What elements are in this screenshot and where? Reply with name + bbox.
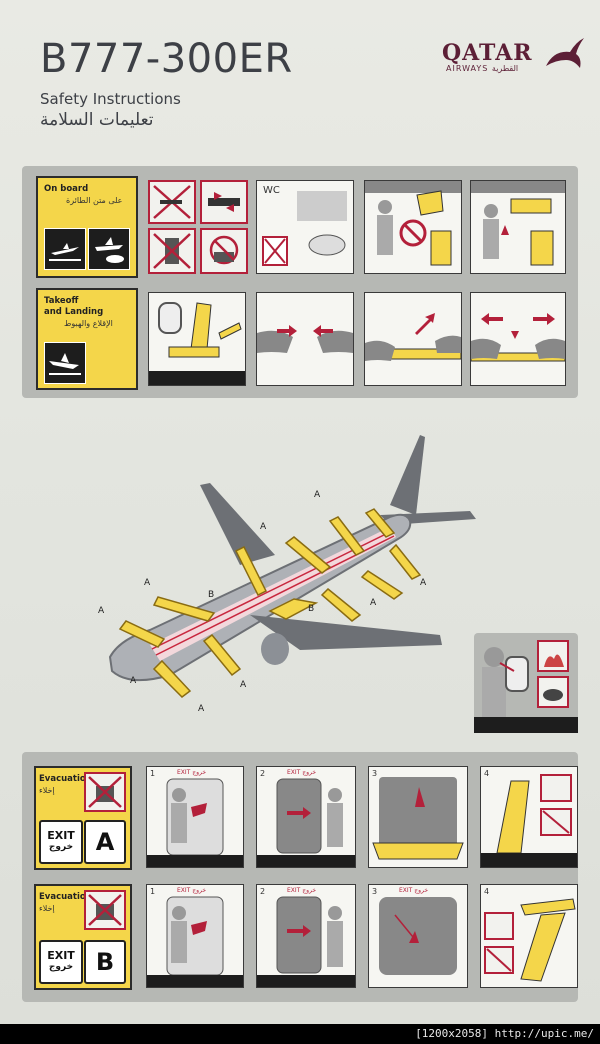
- airplane-cruise-icon: [88, 228, 130, 270]
- takeoff-label-box: Takeoff and Landing الإقلاع والهبوط: [36, 288, 138, 390]
- step-number: 4: [484, 769, 490, 778]
- airline-logo-text: QATAR: [442, 40, 533, 66]
- image-footer-bar: [0, 1024, 600, 1044]
- aircraft-exit-diagram: A A B A A B A A A A A: [98, 435, 476, 714]
- exit-letter-a: A: [240, 680, 247, 690]
- airplane-takeoff-icon: [44, 228, 86, 270]
- exit-letter-a: A: [98, 606, 105, 616]
- step-number: 1: [150, 769, 156, 778]
- takeoff-label-arabic: الإقلاع والهبوط: [64, 319, 113, 328]
- exit-type-letter: B: [84, 940, 126, 984]
- seatbelt-fasten-tile: [256, 292, 354, 386]
- onboard-label-box: On board على متن الطائرة: [36, 176, 138, 278]
- evac-a-label: Evacuation: [39, 774, 92, 784]
- exit-sign: EXIT خروج: [39, 820, 83, 864]
- overhead-bin-tile: [364, 180, 462, 274]
- exit-label-arabic: خروج: [48, 842, 74, 852]
- wc-no-smoking-tile: WC: [256, 180, 354, 274]
- evac-b-label: Evacuation: [39, 892, 92, 902]
- no-baggage-sign: [84, 890, 126, 930]
- evac-a-label-box: Evacuation إخلاء EXIT خروج A: [34, 766, 132, 870]
- exit-letter-b: B: [208, 590, 214, 600]
- exit-letter-b: B: [308, 604, 314, 614]
- exit-letter-a: A: [260, 522, 267, 532]
- overhead-bin-close-tile: [470, 180, 566, 274]
- exit-letter-a: A: [130, 676, 137, 686]
- takeoff-label-2: and Landing: [44, 307, 104, 317]
- exit-label: EXIT: [47, 829, 75, 842]
- exit-letter-a: A: [370, 598, 377, 608]
- step-number: 3: [372, 769, 378, 778]
- no-electronics-sign: [200, 228, 248, 274]
- step-number: 3: [372, 887, 378, 896]
- step-number: 1: [150, 887, 156, 896]
- takeoff-label: Takeoff: [44, 296, 79, 306]
- evac-a-step-4: 4: [480, 766, 578, 868]
- onboard-label: On board: [44, 184, 89, 194]
- evac-b-step-3: 3 EXIT خروج: [368, 884, 468, 988]
- exit-tag: EXIT خروج: [399, 887, 429, 894]
- exit-letter-a: A: [420, 578, 427, 588]
- no-phone-sign: [148, 228, 196, 274]
- airplane-landing-icon: [44, 342, 86, 384]
- exit-tag: EXIT خروج: [287, 769, 317, 776]
- subtitle-arabic: تعليمات السلامة: [40, 110, 154, 130]
- seatbelt-sign: [200, 180, 248, 224]
- step-number: 2: [260, 769, 266, 778]
- exit-tag: EXIT خروج: [177, 887, 207, 894]
- exit-type-letter: A: [84, 820, 126, 864]
- step-number: 2: [260, 887, 266, 896]
- airline-logo-subtext: AIRWAYS القطرية: [446, 64, 519, 73]
- subtitle: Safety Instructions: [40, 90, 181, 108]
- exit-letter-a: A: [144, 578, 151, 588]
- no-smoking-sign: [148, 180, 196, 224]
- fire-smoke-panel: [474, 633, 578, 733]
- evac-a-label-arabic: إخلاء: [39, 786, 55, 795]
- evac-b-step-4: 4: [480, 884, 578, 988]
- image-source-caption: [1200x2058] http://upic.me/: [415, 1027, 594, 1040]
- seat-upright-tile: [148, 292, 246, 386]
- no-baggage-sign: [84, 772, 126, 812]
- evac-b-step-1: 1 EXIT خروج: [146, 884, 244, 988]
- evac-a-step-2: 2 EXIT خروج: [256, 766, 356, 868]
- seatbelt-tighten-tile: [364, 292, 462, 386]
- exit-tag: EXIT خروج: [287, 887, 317, 894]
- evac-a-step-3: 3: [368, 766, 468, 868]
- evac-b-label-arabic: إخلاء: [39, 904, 55, 913]
- exit-sign: EXIT خروج: [39, 940, 83, 984]
- onboard-label-arabic: على متن الطائرة: [66, 196, 123, 205]
- page-title: B777-300ER: [40, 36, 293, 82]
- evac-a-step-1: 1 EXIT خروج: [146, 766, 244, 868]
- exit-letter-a: A: [314, 490, 321, 500]
- exit-label-arabic: خروج: [48, 962, 74, 972]
- oryx-icon: [546, 38, 584, 68]
- evac-b-step-2: 2 EXIT خروج: [256, 884, 356, 988]
- wc-label: WC: [263, 185, 280, 196]
- exit-label: EXIT: [47, 949, 75, 962]
- exit-letter-a: A: [198, 704, 205, 714]
- step-number: 4: [484, 887, 490, 896]
- seatbelt-release-tile: [470, 292, 566, 386]
- exit-tag: EXIT خروج: [177, 769, 207, 776]
- evac-b-label-box: Evacuation إخلاء EXIT خروج B: [34, 884, 132, 990]
